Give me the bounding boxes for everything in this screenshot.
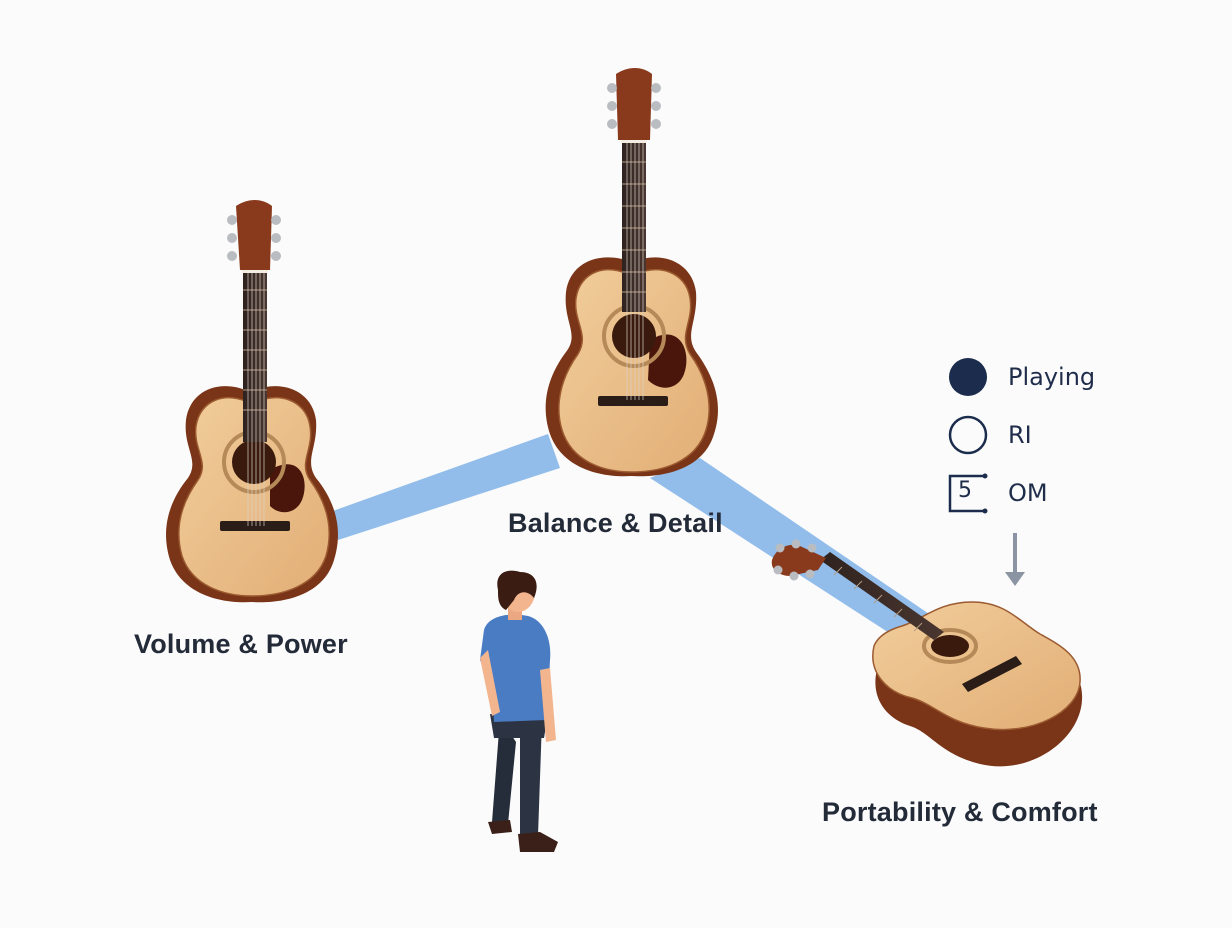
- filled-circle-icon: [949, 358, 987, 396]
- connector-left: [330, 434, 560, 540]
- legend-label-ri: RI: [1008, 421, 1032, 449]
- label-portability-comfort: Portability & Comfort: [822, 797, 1098, 827]
- label-balance-detail: Balance & Detail: [508, 508, 723, 538]
- legend-icons: [948, 358, 1025, 586]
- legend-label-om: OM: [1008, 479, 1048, 507]
- down-arrow-icon: [1005, 533, 1025, 586]
- guitar-balance: [545, 68, 718, 477]
- number-box-icon: [948, 473, 988, 514]
- person-figure: [480, 570, 558, 852]
- guitar-portability: [771, 539, 1083, 767]
- legend-badge-number: 5: [958, 478, 972, 503]
- legend-label-playing: Playing: [1008, 363, 1096, 391]
- guitar-volume: [166, 200, 338, 603]
- label-volume-power: Volume & Power: [134, 629, 348, 659]
- open-circle-icon: [948, 415, 988, 455]
